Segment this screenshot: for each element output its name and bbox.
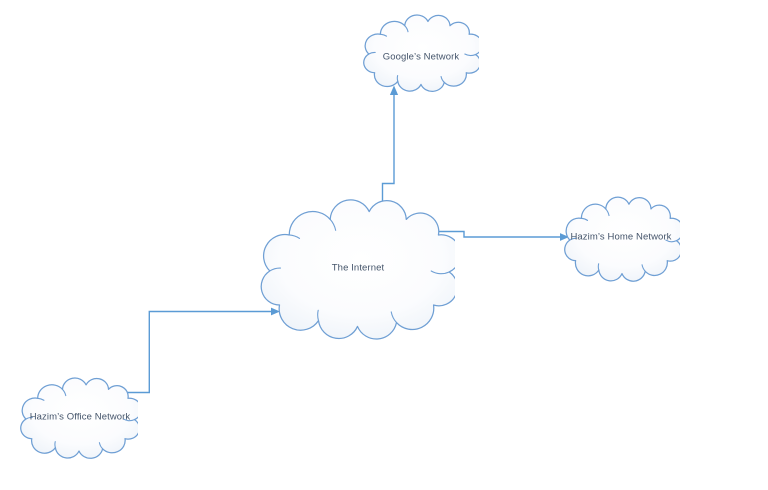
- cloud-the-internet[interactable]: [260, 199, 460, 340]
- connector-arrowhead: [389, 85, 399, 95]
- connector-line: [430, 230, 561, 238]
- connector-line: [381, 95, 395, 210]
- connector-internet-to-google[interactable]: [381, 85, 399, 211]
- connector-office-to-internet[interactable]: [116, 307, 280, 394]
- cloud-googles-network[interactable]: [363, 14, 483, 92]
- connector-arrowhead: [560, 233, 569, 241]
- cloud-hazims-office-network[interactable]: [20, 377, 142, 459]
- connector-line: [116, 310, 272, 394]
- connector-arrowhead: [271, 307, 280, 316]
- connector-internet-to-home[interactable]: [430, 230, 569, 241]
- cloud-hazims-home-network[interactable]: [564, 196, 684, 282]
